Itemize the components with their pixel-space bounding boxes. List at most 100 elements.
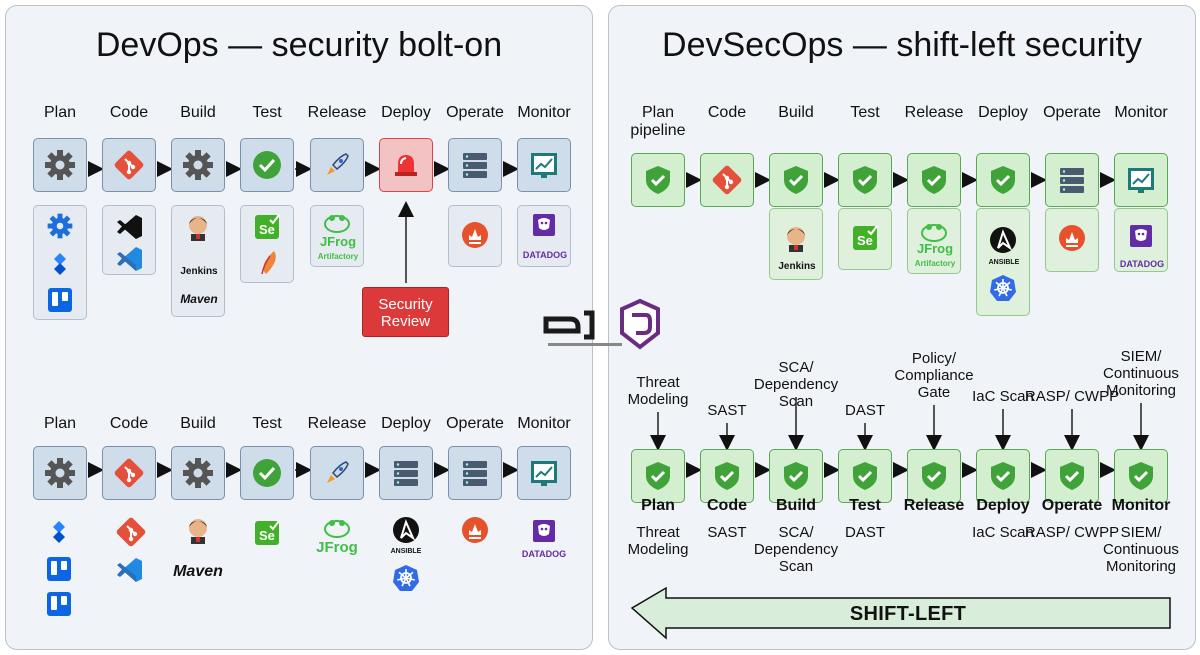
left-top-box-test bbox=[240, 138, 294, 192]
chart-icon bbox=[527, 148, 561, 182]
gear-icon bbox=[43, 148, 77, 182]
jenkins-caption: Jenkins bbox=[778, 261, 816, 272]
k8s-icon bbox=[977, 273, 1029, 303]
svg-text:Se: Se bbox=[857, 233, 873, 248]
security-review-box: Security Review bbox=[362, 287, 449, 337]
left-bottom-box-release bbox=[310, 446, 364, 500]
server-icon bbox=[1055, 163, 1089, 197]
left-top-box-build bbox=[171, 138, 225, 192]
shield-icon bbox=[986, 459, 1020, 493]
rocket-icon bbox=[320, 456, 354, 490]
left-bottom-stage-deploy: Deploy bbox=[381, 415, 431, 432]
left-bottom-stage-release: Release bbox=[307, 415, 367, 432]
right-bottom-stage-plan: Plan bbox=[641, 497, 675, 514]
trello-icon bbox=[45, 590, 73, 618]
right-bottom-stage-test: Test bbox=[849, 497, 881, 514]
vs_black-icon bbox=[103, 212, 155, 242]
security-activity-below-0: Threat Modeling bbox=[627, 524, 689, 558]
shield-icon bbox=[848, 163, 882, 197]
datadog-icon bbox=[529, 518, 559, 544]
svg-text:Se: Se bbox=[259, 528, 275, 543]
right-bottom-stage-monitor: Monitor bbox=[1111, 497, 1171, 514]
selenium-icon: Se bbox=[252, 518, 282, 548]
shield-icon bbox=[641, 163, 675, 197]
right-top-tools-build: Jenkins bbox=[769, 208, 823, 280]
left-bottom-box-monitor bbox=[517, 446, 571, 500]
left-top-box-plan bbox=[33, 138, 87, 192]
security-activity-below-7: SIEM/ Continuous Monitoring bbox=[1103, 524, 1179, 575]
left-bottom-stage-monitor: Monitor bbox=[517, 415, 571, 432]
security-activity-above-5: IaC Scan bbox=[972, 388, 1034, 405]
chart-icon bbox=[527, 456, 561, 490]
jfrog-caption: JFrog bbox=[319, 234, 357, 249]
right-top-box-5 bbox=[976, 153, 1030, 207]
right-bottom-stage-code: Code bbox=[707, 497, 747, 514]
security-activity-below-5: IaC Scan bbox=[972, 524, 1034, 541]
devops-title: DevOps — security bolt-on bbox=[95, 26, 503, 64]
security-activity-below-1: SAST bbox=[707, 524, 747, 541]
right-top-tools-deploy: ANSIBLE bbox=[976, 208, 1030, 316]
git-icon bbox=[114, 515, 148, 549]
check-icon bbox=[250, 456, 284, 490]
right-bottom-box-plan bbox=[631, 449, 685, 503]
svg-text:Se: Se bbox=[259, 222, 275, 237]
security-activity-below-2: SCA/ Dependency Scan bbox=[753, 524, 839, 575]
right-bottom-stage-release: Release bbox=[903, 497, 965, 514]
jfrog-icon bbox=[311, 210, 363, 234]
right-bottom-box-code bbox=[700, 449, 754, 503]
chart-icon bbox=[1124, 163, 1158, 197]
left-top-stage-operate: Operate bbox=[446, 104, 504, 121]
left-top-box-deploy bbox=[379, 138, 433, 192]
left-bottom-stage-build: Build bbox=[180, 415, 216, 432]
jenkins_face-icon bbox=[172, 212, 224, 242]
trello-icon bbox=[34, 286, 86, 314]
jenkins_face-icon bbox=[183, 515, 213, 545]
prometheus-icon bbox=[449, 220, 501, 250]
shield-icon bbox=[641, 459, 675, 493]
left-bottom-stage-operate: Operate bbox=[446, 415, 504, 432]
right-top-box-1 bbox=[700, 153, 754, 207]
right-top-box-6 bbox=[1045, 153, 1099, 207]
left-top-tools-code bbox=[102, 205, 156, 275]
rocket-icon bbox=[320, 148, 354, 182]
git-icon bbox=[112, 148, 146, 182]
shield-icon bbox=[779, 163, 813, 197]
right-bottom-box-build bbox=[769, 449, 823, 503]
devops-panel: DevOps — security bolt-on bbox=[5, 5, 593, 650]
right-bottom-box-deploy bbox=[976, 449, 1030, 503]
selenium-icon: Se bbox=[839, 223, 891, 253]
right-top-box-3 bbox=[838, 153, 892, 207]
left-top-tools-test: Se bbox=[240, 205, 294, 283]
ansible-caption: ANSIBLE bbox=[988, 259, 1020, 266]
artifactory-caption: Artifactory bbox=[914, 259, 956, 268]
shield-icon bbox=[779, 459, 813, 493]
right-top-tools-test: Se bbox=[838, 208, 892, 270]
left-bottom-box-plan bbox=[33, 446, 87, 500]
left-top-stage-build: Build bbox=[180, 104, 216, 121]
security-activity-below-6: RASP/ CWPP bbox=[1024, 524, 1120, 541]
shield-icon bbox=[986, 163, 1020, 197]
shield-icon bbox=[1124, 459, 1158, 493]
right-bottom-box-release bbox=[907, 449, 961, 503]
left-top-box-operate bbox=[448, 138, 502, 192]
left-top-box-monitor bbox=[517, 138, 571, 192]
security-activity-above-1: SAST bbox=[707, 402, 747, 419]
left-top-stage-monitor: Monitor bbox=[517, 104, 571, 121]
left-bottom-stage-plan: Plan bbox=[43, 415, 77, 432]
right-top-box-7 bbox=[1114, 153, 1168, 207]
git-icon bbox=[710, 163, 744, 197]
left-top-box-code bbox=[102, 138, 156, 192]
security-activity-above-0: Threat Modeling bbox=[627, 374, 689, 408]
vs_blue-icon bbox=[114, 555, 144, 585]
right-top-stage-1: Code bbox=[707, 104, 747, 121]
right-bottom-box-test bbox=[838, 449, 892, 503]
left-bottom-box-build bbox=[171, 446, 225, 500]
right-top-box-2 bbox=[769, 153, 823, 207]
vs_blue-icon bbox=[103, 244, 155, 274]
feather-icon bbox=[241, 248, 293, 278]
shield-icon bbox=[917, 163, 951, 197]
